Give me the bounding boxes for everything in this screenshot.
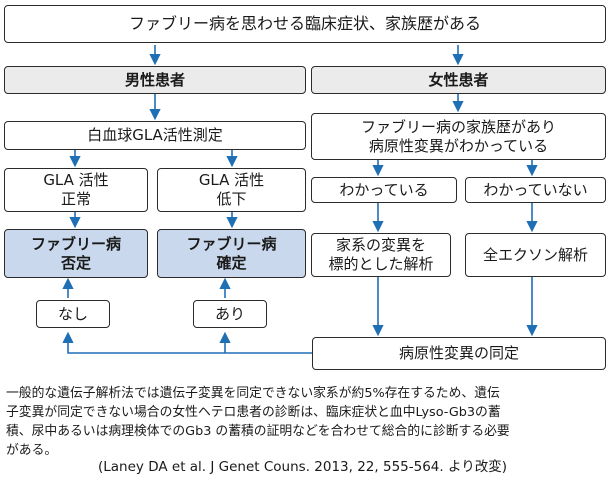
arrow-identification-to-none xyxy=(62,331,312,354)
mutation-unknown-box: わかっていない xyxy=(465,177,606,203)
footnote-text: 一般的な遺伝子解析法では遺伝子変異を同定できない家系が約5%存在するため、遺伝 … xyxy=(6,386,510,458)
male-patient-header: 男性患者 xyxy=(4,66,306,94)
pathogenic-variant-identification-box: 病原性変異の同定 xyxy=(312,337,606,370)
citation-text: (Laney DA et al. J Genet Couns. 2013, 22… xyxy=(98,459,507,475)
gla-activity-test-box: 白血球GLA活性測定 xyxy=(4,121,306,150)
clinical-suspicion-box: ファブリー病を思わせる臨床症状、家族歴がある xyxy=(4,5,606,43)
mutation-none-box: なし xyxy=(36,300,110,328)
female-patient-header: 女性患者 xyxy=(311,66,606,94)
targeted-analysis-box: 家系の変異を 標的とした解析 xyxy=(311,233,451,277)
gla-low-box: GLA 活性 低下 xyxy=(157,168,306,212)
gla-normal-box: GLA 活性 正常 xyxy=(4,168,148,212)
fabry-confirmed-box: ファブリー病 確定 xyxy=(157,229,306,278)
whole-exon-analysis-box: 全エクソン解析 xyxy=(465,233,606,277)
mutation-known-box: わかっている xyxy=(311,177,457,203)
fabry-negative-box: ファブリー病 否定 xyxy=(4,229,148,278)
mutation-present-box: あり xyxy=(193,300,267,328)
family-history-question-box: ファブリー病の家族歴があり 病原性変異がわかっている xyxy=(311,113,606,160)
